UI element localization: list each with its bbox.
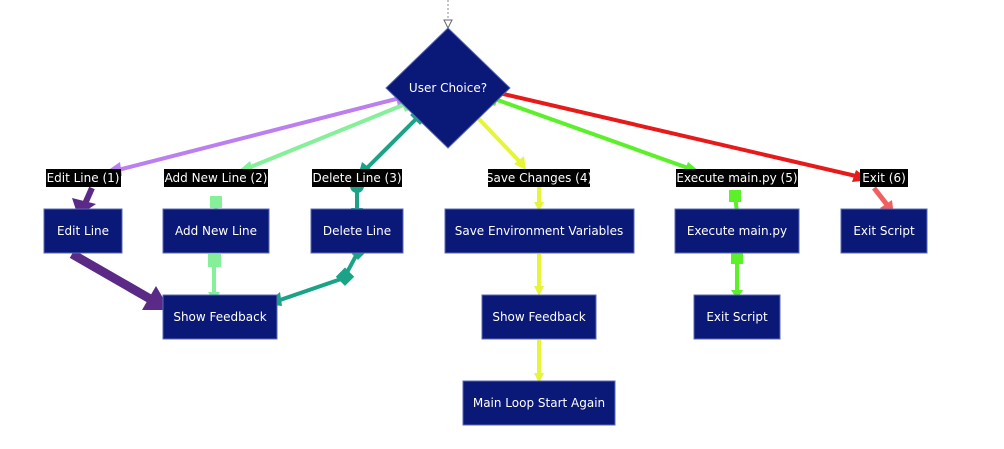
- svg-text:Save Environment Variables: Save Environment Variables: [455, 224, 624, 238]
- svg-text:Delete Line: Delete Line: [323, 224, 391, 238]
- node-exit-script-1[interactable]: Exit Script: [840, 208, 928, 254]
- edge-entry: [443, 0, 453, 30]
- svg-text:Exit Script: Exit Script: [706, 310, 768, 324]
- svg-text:Show Feedback: Show Feedback: [492, 310, 585, 324]
- svg-text:Show Feedback: Show Feedback: [173, 310, 266, 324]
- edge-label-edit-line: Edit Line (1): [46, 169, 121, 187]
- node-user-choice[interactable]: User Choice?: [385, 27, 511, 149]
- node-edit-line[interactable]: Edit Line: [43, 208, 123, 254]
- edge-label-delete-line: Delete Line (3): [312, 169, 402, 187]
- edge-label-exit: Exit (6): [860, 169, 908, 187]
- edge-feedback-to-main-loop: [534, 340, 544, 383]
- node-show-feedback-2[interactable]: Show Feedback: [481, 294, 597, 340]
- svg-text:Execute main.py (5): Execute main.py (5): [676, 171, 797, 185]
- node-main-loop-start-again[interactable]: Main Loop Start Again: [462, 380, 616, 426]
- edge-choice-to-save: [476, 116, 526, 170]
- node-exit-script-2[interactable]: Exit Script: [693, 294, 781, 340]
- edge-label-save-changes: Save Changes (4): [486, 169, 592, 187]
- edge-edit-to-feedback: [69, 250, 170, 310]
- node-execute-main[interactable]: Execute main.py: [674, 208, 800, 254]
- node-add-new-line[interactable]: Add New Line: [162, 208, 270, 254]
- svg-text:Edit Line: Edit Line: [57, 224, 109, 238]
- svg-text:Save Changes (4): Save Changes (4): [486, 171, 592, 185]
- edge-label-execute-main: Execute main.py (5): [676, 169, 798, 187]
- svg-text:Delete Line (3): Delete Line (3): [312, 171, 401, 185]
- edge-save-to-feedback: [534, 254, 544, 296]
- svg-text:Edit Line (1): Edit Line (1): [47, 171, 120, 185]
- node-save-environment-variables[interactable]: Save Environment Variables: [444, 208, 635, 254]
- svg-text:Exit Script: Exit Script: [853, 224, 915, 238]
- svg-text:Main Loop Start Again: Main Loop Start Again: [473, 396, 605, 410]
- svg-text:User Choice?: User Choice?: [409, 81, 487, 95]
- svg-text:Add New Line: Add New Line: [175, 224, 257, 238]
- edge-choice-to-exit: [476, 81, 870, 182]
- svg-text:Execute main.py: Execute main.py: [687, 224, 787, 238]
- node-delete-line[interactable]: Delete Line: [310, 208, 404, 254]
- node-show-feedback-1[interactable]: Show Feedback: [162, 294, 278, 340]
- edge-execute-to-exit: [731, 252, 743, 299]
- svg-text:Exit (6): Exit (6): [862, 171, 906, 185]
- edge-label-add-new-line: Add New Line (2): [164, 169, 268, 187]
- edge-save-label-to-box: [534, 186, 544, 211]
- svg-text:Add New Line (2): Add New Line (2): [165, 171, 268, 185]
